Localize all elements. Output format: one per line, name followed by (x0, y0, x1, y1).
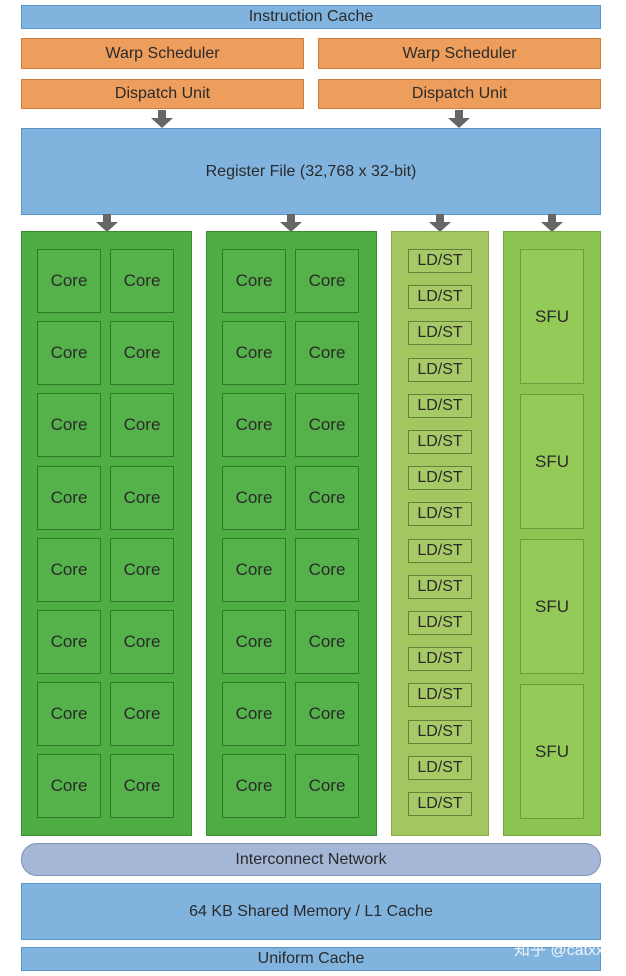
ldst-unit: LD/ST (408, 393, 472, 418)
core-unit: Core (222, 610, 286, 674)
core-unit: Core (222, 465, 286, 530)
sfu-column: SFU SFU SFU SFU (503, 231, 601, 836)
arrow-down-icon (280, 214, 302, 232)
core-unit: Core (295, 610, 359, 674)
core-unit: Core (110, 537, 174, 602)
watermark: 知乎 @catxxx (513, 942, 612, 959)
ldst-unit: LD/ST (408, 683, 472, 708)
core-unit: Core (37, 610, 101, 674)
core-unit: Core (222, 754, 286, 819)
core-unit: Core (295, 465, 359, 530)
core-unit: Core (110, 610, 174, 674)
ldst-unit: LD/ST (408, 611, 472, 635)
ldst-unit: LD/ST (408, 719, 472, 744)
arrow-down-icon (151, 110, 173, 128)
uniform-cache: Uniform Cache (21, 947, 601, 971)
ldst-column: LD/ST LD/ST LD/ST LD/ST LD/ST LD/ST LD/ST LD/ST… (391, 231, 489, 836)
ldst-unit: LD/ST (408, 647, 472, 672)
core-unit: Core (110, 393, 174, 458)
core-unit: Core (222, 321, 286, 386)
core-unit: Core (37, 754, 101, 819)
ldst-unit: LD/ST (408, 321, 472, 346)
arrow-down-icon (96, 214, 118, 232)
core-unit: Core (295, 537, 359, 602)
core-unit: Core (110, 249, 174, 313)
core-unit: Core (110, 754, 174, 819)
core-unit: Core (110, 321, 174, 386)
core-unit: Core (37, 249, 101, 313)
ldst-unit: LD/ST (408, 792, 472, 816)
core-unit: Core (37, 321, 101, 386)
dispatch-unit-right: Dispatch Unit (318, 79, 601, 109)
core-unit: Core (295, 393, 359, 458)
core-unit: Core (222, 537, 286, 602)
shared-memory-l1-cache: 64 KB Shared Memory / L1 Cache (21, 883, 601, 940)
ldst-unit: LD/ST (408, 430, 472, 454)
ldst-unit: LD/ST (408, 249, 472, 273)
ldst-unit: LD/ST (408, 538, 472, 563)
sfu-unit: SFU (520, 249, 584, 384)
core-unit: Core (37, 682, 101, 747)
ldst-unit: LD/ST (408, 357, 472, 382)
instruction-cache: Instruction Cache (21, 5, 601, 29)
core-unit: Core (295, 249, 359, 313)
dispatch-unit-left: Dispatch Unit (21, 79, 304, 109)
core-unit: Core (110, 465, 174, 530)
core-unit: Core (37, 537, 101, 602)
core-unit: Core (110, 682, 174, 747)
core-unit: Core (37, 465, 101, 530)
ldst-unit: LD/ST (408, 285, 472, 310)
sfu-unit: SFU (520, 539, 584, 674)
core-unit: Core (222, 249, 286, 313)
core-unit: Core (295, 321, 359, 386)
core-unit: Core (37, 393, 101, 458)
core-unit: Core (295, 682, 359, 747)
core-unit: Core (222, 393, 286, 458)
ldst-unit: LD/ST (408, 502, 472, 527)
sfu-unit: SFU (520, 394, 584, 529)
interconnect-network: Interconnect Network (21, 843, 601, 876)
arrow-down-icon (541, 214, 563, 232)
warp-scheduler-left: Warp Scheduler (21, 38, 304, 69)
ldst-unit: LD/ST (408, 574, 472, 599)
arrow-down-icon (448, 110, 470, 128)
warp-scheduler-right: Warp Scheduler (318, 38, 601, 69)
ldst-unit: LD/ST (408, 466, 472, 491)
sfu-unit: SFU (520, 684, 584, 819)
core-unit: Core (222, 682, 286, 747)
register-file: Register File (32,768 x 32-bit) (21, 128, 601, 215)
core-unit: Core (295, 754, 359, 819)
arrow-down-icon (429, 214, 451, 232)
ldst-unit: LD/ST (408, 755, 472, 780)
